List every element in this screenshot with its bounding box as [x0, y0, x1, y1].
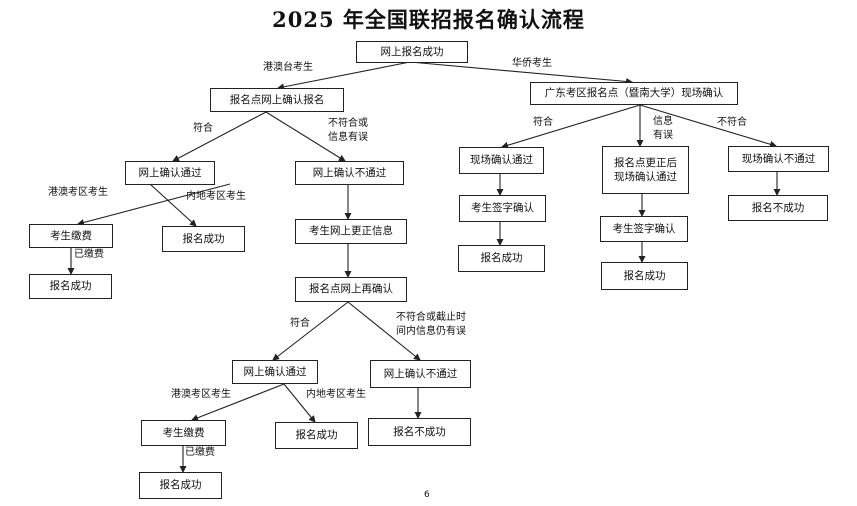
- arrow: [283, 383, 316, 423]
- arrow: [191, 383, 285, 422]
- label-paid: 已缴费: [74, 249, 104, 260]
- label-eligible: 符合: [290, 318, 310, 329]
- node-candidate-fee: 考生缴费: [29, 224, 113, 248]
- arrow: [172, 111, 267, 162]
- label-hk-macao-region: 港澳考区考生: [171, 389, 231, 400]
- page-number: 6: [424, 490, 430, 500]
- node-register-success: 报名成功: [162, 226, 245, 252]
- label-ineligible-deadline: 不符合或截止时间内信息仍有误: [396, 312, 466, 337]
- arrow: [639, 104, 777, 148]
- label-ineligible: 不符合或信息有误: [328, 118, 368, 143]
- node-online-fail: 网上确认不通过: [370, 360, 471, 388]
- node-online-pass: 网上确认通过: [232, 360, 318, 384]
- arrow: [347, 301, 421, 361]
- node-register-fail: 报名不成功: [368, 418, 471, 446]
- diagram-title: 2025 年全国联招报名确认流程: [272, 7, 585, 32]
- label-mainland-region: 内地考区考生: [306, 389, 366, 400]
- node-onsite-pass: 现场确认通过: [459, 147, 544, 174]
- node-online-fail: 网上确认不通过: [295, 161, 404, 185]
- node-register-success: 报名成功: [139, 472, 222, 499]
- label-hk-macao-tw: 港澳台考生: [263, 62, 313, 73]
- arrow: [265, 111, 346, 162]
- node-register-success: 报名成功: [275, 422, 358, 449]
- node-signature-confirm: 考生签字确认: [459, 195, 546, 222]
- node-register-success: 报名成功: [29, 274, 112, 299]
- arrow: [501, 104, 641, 149]
- arrow: [77, 183, 231, 226]
- node-site-online-confirm: 报名点网上确认报名: [210, 88, 344, 112]
- arrow: [272, 301, 349, 361]
- node-corrected-onsite-pass: 报名点更正后现场确认通过: [602, 146, 689, 194]
- node-candidate-fee: 考生缴费: [141, 420, 226, 446]
- node-signature-confirm: 考生签字确认: [600, 216, 688, 242]
- label-ineligible: 不符合: [717, 117, 747, 128]
- node-register-fail: 报名不成功: [728, 195, 828, 221]
- label-paid: 已缴费: [185, 447, 215, 458]
- label-hk-macao-region: 港澳考区考生: [48, 187, 108, 198]
- label-mainland-region: 内地考区考生: [186, 191, 246, 202]
- label-info-error: 信息有误: [653, 116, 673, 141]
- arrow: [277, 61, 411, 91]
- arrow: [149, 183, 197, 227]
- node-guangdong-onsite-confirm: 广东考区报名点（暨南大学）现场确认: [530, 82, 738, 105]
- node-online-success: 网上报名成功: [356, 41, 468, 63]
- node-online-pass: 网上确认通过: [125, 161, 215, 185]
- node-register-success: 报名成功: [458, 245, 545, 272]
- arrow: [409, 61, 633, 85]
- node-register-success: 报名成功: [601, 262, 688, 290]
- label-eligible: 符合: [193, 123, 213, 134]
- node-reconfirm: 报名点网上再确认: [295, 277, 407, 302]
- node-correct-info: 考生网上更正信息: [295, 219, 407, 244]
- label-overseas-chinese: 华侨考生: [512, 58, 552, 69]
- node-onsite-fail: 现场确认不通过: [728, 146, 829, 172]
- label-eligible: 符合: [533, 117, 553, 128]
